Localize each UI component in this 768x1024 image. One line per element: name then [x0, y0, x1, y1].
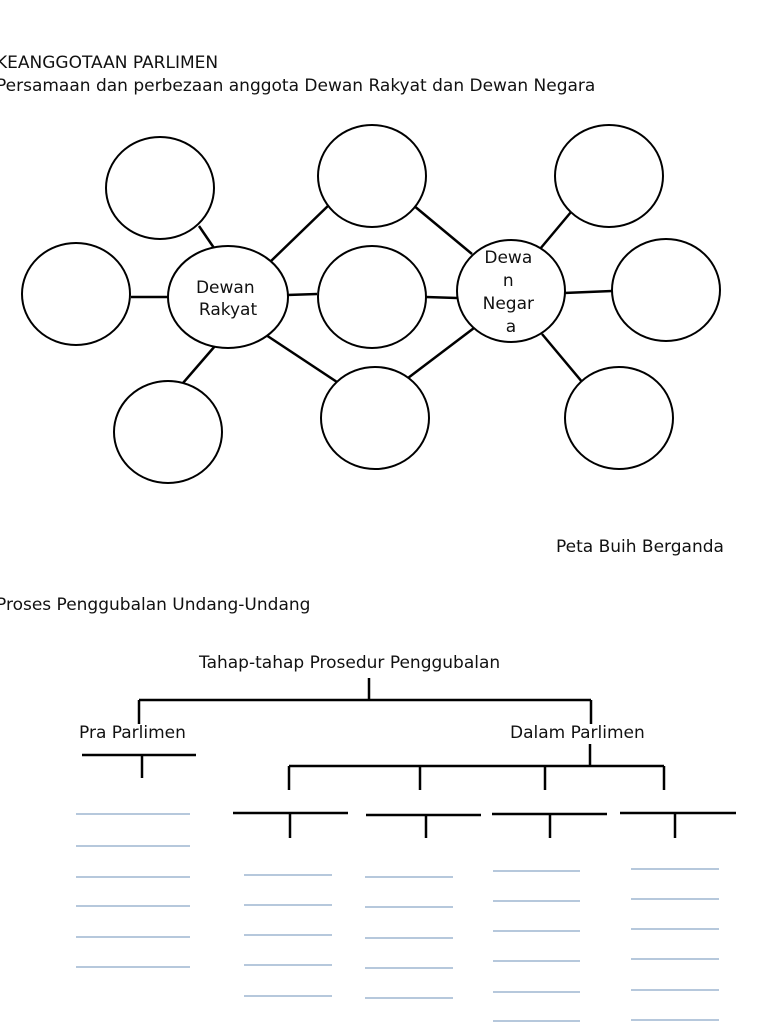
shared-attribute-bubble — [317, 245, 427, 349]
left-attribute-bubble — [21, 242, 131, 346]
bubbles — [21, 124, 721, 484]
right-topic-bubble — [456, 239, 566, 343]
right-topic-line: Dewa — [484, 248, 532, 268]
tree-connectors — [82, 678, 736, 838]
branch-dalam-parlimen: Dalam Parlimen — [510, 723, 645, 743]
tree-root-label: Tahap-tahap Prosedur Penggubalan — [199, 653, 501, 673]
bubble-connectors — [131, 202, 613, 384]
section-subtitle: Persamaan dan perbezaan anggota Dewan Ra… — [0, 76, 596, 96]
shared-attribute-bubble — [317, 124, 427, 228]
left-attribute-bubble — [113, 380, 223, 484]
left-topic-bubble — [167, 245, 289, 349]
map-caption: Peta Buih Berganda — [556, 537, 724, 557]
right-topic-line: Negar — [483, 294, 534, 314]
right-attribute-bubble — [564, 366, 674, 470]
left-topic-line: Rakyat — [199, 300, 258, 320]
right-topic-label: Dewa n Negar a — [483, 248, 540, 337]
section-title: KEANGGOTAAN PARLIMEN — [0, 53, 219, 73]
shared-attribute-bubble — [320, 366, 430, 470]
writing-lines — [76, 813, 719, 1022]
right-attribute-bubble — [611, 238, 721, 342]
double-bubble-map: Dewan Rakyat Dewa n Negar a — [21, 124, 721, 484]
right-topic-line: a — [506, 317, 516, 337]
left-topic-line: Dewan — [196, 278, 255, 298]
process-title: Proses Penggubalan Undang-Undang — [0, 595, 311, 615]
left-attribute-bubble — [105, 136, 215, 240]
left-topic-label: Dewan Rakyat — [196, 278, 260, 320]
right-topic-line: n — [503, 271, 514, 291]
right-attribute-bubble — [554, 124, 664, 228]
branch-pra-parlimen: Pra Parlimen — [79, 723, 186, 743]
